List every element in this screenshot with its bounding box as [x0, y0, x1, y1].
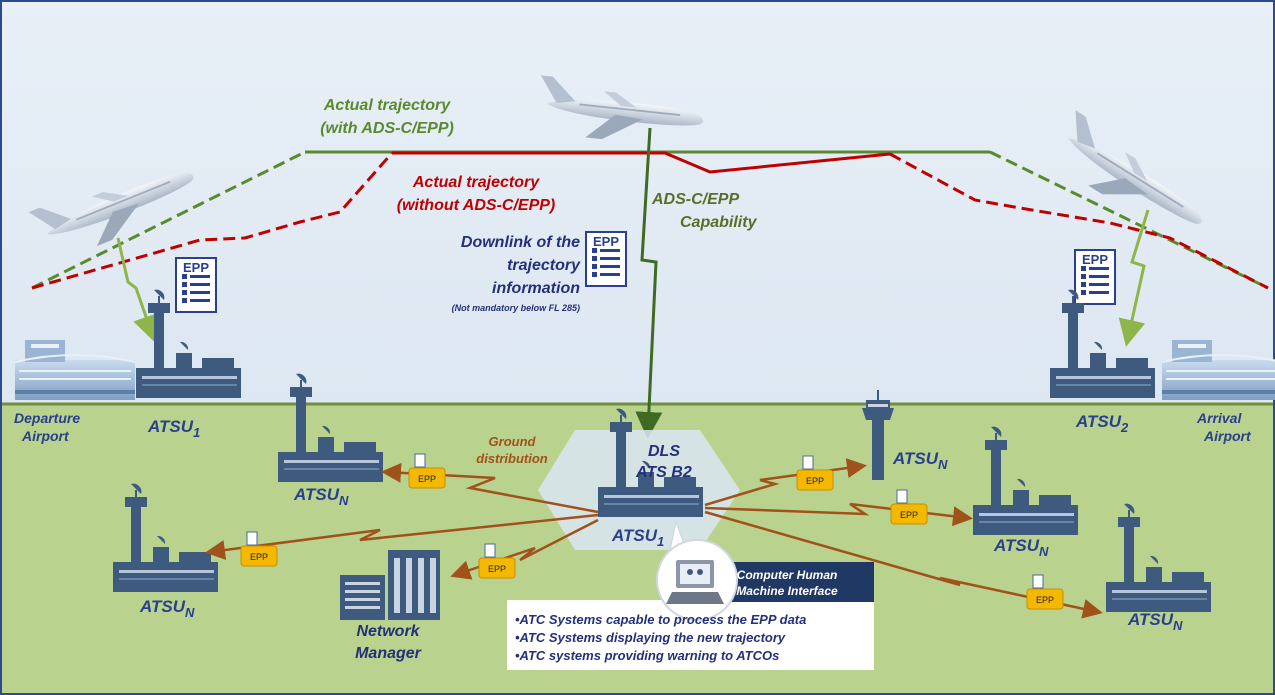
epp-package-far-right: EPP: [1026, 574, 1064, 610]
epp-package-lower-left: EPP: [240, 531, 278, 567]
arrival-downlink-arrow: [1118, 209, 1150, 347]
downlink-label-1: Downlink of the: [461, 234, 580, 251]
atc-bullet-3: •ATC systems providing warning to ATCOs: [515, 648, 779, 663]
atc-bullet-1: •ATC Systems capable to process the EPP …: [515, 612, 806, 627]
epp-document-arrival: EPP: [1074, 249, 1116, 305]
atsun-upper-left-label: ATSUN: [293, 485, 349, 508]
atsun-right-label: ATSUN: [993, 536, 1049, 559]
downlink-note: (Not mandatory below FL 285): [452, 303, 580, 313]
svg-text:EPP: EPP: [593, 234, 619, 249]
svg-text:EPP: EPP: [418, 474, 436, 484]
with-epp-label-1: Actual trajectory: [323, 97, 451, 114]
atsun-far-right-label: ATSUN: [1127, 610, 1183, 633]
departure-downlink-arrow: [116, 237, 159, 343]
epp-document-departure: EPP: [175, 257, 217, 313]
atsu2-arrival-label: ATSU2: [1075, 412, 1129, 435]
svg-text:EPP: EPP: [806, 476, 824, 486]
hmi-title-2: Machine Interface: [736, 584, 838, 598]
link-to-atsun-far-right: [704, 510, 1103, 619]
arrival-airport-label-1: Arrival: [1196, 410, 1242, 426]
svg-text:EPP: EPP: [183, 260, 209, 275]
departure-airport-label-2: Airport: [21, 428, 70, 444]
capability-label-1: ADS-C/EPP: [651, 191, 739, 208]
cruise-downlink-arrow: [635, 127, 663, 439]
epp-package-tower: EPP: [796, 455, 834, 491]
svg-text:EPP: EPP: [900, 510, 918, 520]
departure-airport-label-1: Departure: [14, 410, 80, 426]
svg-text:EPP: EPP: [1036, 595, 1054, 605]
atsu1-departure-label: ATSU1: [147, 417, 200, 440]
atsu1-central-label: ATSU1: [611, 526, 664, 549]
dls-label-2: ATS B2: [635, 464, 692, 481]
sky-area: [0, 0, 1275, 404]
epp-document-cruise: EPP: [585, 231, 627, 287]
without-epp-label-1: Actual trajectory: [412, 174, 540, 191]
trajectory-without-epp: [31, 151, 1269, 290]
epp-package-right: EPP: [890, 489, 928, 525]
network-manager-label-2: Manager: [355, 645, 422, 662]
atsun-tower-label: ATSUN: [892, 449, 948, 472]
capability-label-2: Capability: [680, 214, 758, 231]
svg-text:EPP: EPP: [488, 564, 506, 574]
epp-package-upper-left: EPP: [408, 453, 446, 489]
svg-text:EPP: EPP: [250, 552, 268, 562]
atsun-lower-left-label: ATSUN: [139, 597, 195, 620]
svg-text:EPP: EPP: [1082, 252, 1108, 267]
network-manager-label-1: Network: [356, 623, 420, 640]
arrival-airport-label-2: Airport: [1203, 428, 1252, 444]
hmi-title-1: Computer Human: [737, 568, 838, 582]
ground-distribution-label-2: distribution: [476, 451, 548, 466]
link-to-atsun-lower-left: [205, 513, 599, 560]
atc-bullet-2: •ATC Systems displaying the new trajecto…: [515, 630, 786, 645]
network-manager-building: [340, 550, 440, 620]
without-epp-label-2: (without ADS-C/EPP): [397, 197, 556, 214]
downlink-label-2: trajectory: [507, 257, 581, 274]
ground-distribution-label-1: Ground: [489, 434, 537, 449]
downlink-label-3: information: [492, 280, 580, 297]
epp-package-network-manager: EPP: [478, 543, 516, 579]
with-epp-label-2: (with ADS-C/EPP): [320, 120, 454, 137]
dls-label-1: DLS: [648, 443, 680, 460]
hmi-computer-icon: [656, 539, 738, 621]
